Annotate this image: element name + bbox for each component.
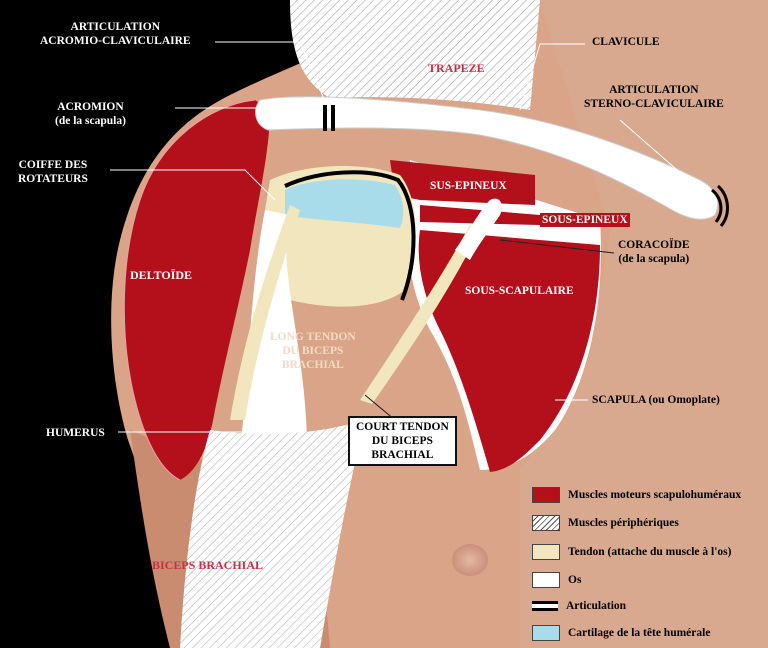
label-articulation-sterno-claviculaire: ARTICULATION STERNO-CLAVICULAIRE [584,83,724,111]
short-tendon-biceps [360,225,480,404]
label-sous-scapulaire: SOUS-SCAPULAIRE [465,285,574,297]
nipple [452,544,488,576]
label-long-tendon-biceps-text: LONG TENDON DU BICEPS BRACHIAL [270,331,356,371]
legend-item-muscles-peripheriques: Muscles périphériques [532,514,679,532]
chest-skin [520,0,768,648]
label-humerus: HUMERUS [46,427,105,439]
label-coracoide: CORACOÏDE (de la scapula) [618,238,690,266]
sterno-clavicular-joint [710,188,723,223]
label-trapeze: TRAPEZE [428,61,485,75]
legend-label: Tendon (attache du muscle à l'os) [568,546,732,558]
label-clavicule: CLAVICULE [592,36,660,48]
label-long-tendon-biceps: LONG TENDON DU BICEPS BRACHIAL [270,330,356,372]
legend-item-cartilage: Cartilage de la tête humérale [532,624,710,642]
legend-swatch-bone [532,572,560,588]
label-articulation-sterno-claviculaire-text: ARTICULATION STERNO-CLAVICULAIRE [584,84,724,110]
acromio-clavicular-joint [323,105,327,131]
clavicle-bone [255,96,719,220]
legend-swatch-cartilage [532,625,560,641]
legend-item-articulation: Articulation [532,597,626,615]
glenohumeral-joint [284,170,416,301]
leader-lines [110,41,701,433]
legend-swatch-muscle [532,487,560,503]
label-deltoide: DELTOÏDE [128,268,195,282]
legend-label: Muscles périphériques [568,517,679,529]
label-acromion-text: ACROMION (de la scapula) [55,101,126,127]
legend-swatch-hatched [532,515,560,531]
label-coracoide-text: CORACOÏDE (de la scapula) [618,239,690,265]
label-scapula: SCAPULA (ou Omoplate) [592,394,720,406]
sous-scapulaire-muscle [418,230,600,472]
legend-label: Articulation [566,600,627,612]
legend-item-muscles-moteurs: Muscles moteurs scapulohuméraux [532,486,741,504]
coracoide-bone [455,198,502,260]
legend-swatch-joint [532,601,558,611]
legend-label: Cartilage de la tête humérale [568,627,711,639]
legend-label: Os [568,574,582,586]
label-acromion: ACROMION (de la scapula) [55,100,126,128]
legend-label: Muscles moteurs scapulohuméraux [568,489,742,501]
label-sous-epineux: SOUS-EPINEUX [540,213,630,227]
label-sus-epineux: SUS-EPINEUX [428,179,509,193]
label-coiffe-des-rotateurs-text: COIFFE DES ROTATEURS [18,159,88,185]
label-biceps-brachial: BICEPS BRACHIAL [152,558,264,572]
label-court-tendon-biceps: COURT TENDON DU BICEPS BRACHIAL [348,416,457,466]
label-articulation-acromio-claviculaire: ARTICULATION ACROMIO-CLAVICULAIRE [40,20,191,48]
cartilage-humeral-head [285,179,404,228]
label-articulation-acromio-claviculaire-text: ARTICULATION ACROMIO-CLAVICULAIRE [40,21,191,47]
legend-item-os: Os [532,571,581,589]
label-coiffe-des-rotateurs: COIFFE DES ROTATEURS [18,158,88,186]
legend-swatch-tendon [532,544,560,560]
label-court-tendon-biceps-text: COURT TENDON DU BICEPS BRACHIAL [356,421,449,461]
long-tendon-biceps [230,205,300,420]
legend-item-tendon: Tendon (attache du muscle à l'os) [532,543,731,561]
deltoide-muscle [124,100,271,480]
